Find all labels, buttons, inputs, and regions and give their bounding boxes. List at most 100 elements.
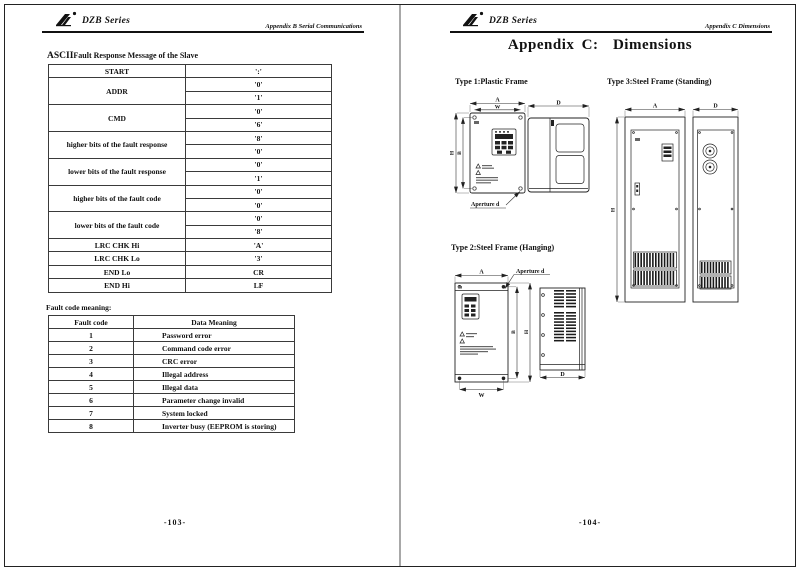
fault-code-cell: 3 (48, 354, 134, 368)
response-value-cell: '0' (185, 184, 332, 199)
dim-label-d: D (556, 101, 561, 107)
fault-code-cell: 8 (48, 419, 134, 433)
response-value-cell: LF (185, 278, 332, 293)
type1-keypad (491, 128, 517, 156)
type3-front-grille (634, 253, 675, 267)
dim-label-a: A (653, 104, 658, 110)
type2-logo-mark (458, 286, 462, 289)
header-rule-right (450, 31, 772, 33)
page-number-left: -103- (163, 518, 187, 527)
type1-warning-labels (475, 163, 498, 184)
type3-heading: Type 3:Steel Frame (Standing) (607, 77, 712, 86)
fault-meaning-cell: CRC error (133, 354, 295, 368)
response-value-cell: ':' (185, 63, 332, 79)
type2-front-view (454, 282, 509, 383)
response-value-cell: '6' (185, 117, 332, 132)
response-table-row: higher bits of the fault code'0' (48, 184, 332, 213)
response-table: START':'ADDR'0''1'CMD'0''6'higher bits o… (48, 63, 332, 293)
response-value-cell: '0' (185, 197, 332, 213)
type2-side-view (539, 287, 586, 371)
response-value-cell: '0' (185, 157, 332, 173)
response-label-cell: higher bits of the fault code (48, 184, 186, 213)
response-value-cell: '0' (185, 144, 332, 159)
fault-meaning-cell: Illegal address (133, 367, 295, 381)
type2-louver-block (554, 312, 564, 342)
type1-plastic-frame-drawing: A W H B (450, 98, 590, 209)
fault-meaning-cell: Command code error (133, 341, 295, 355)
ascii-response-title: ASCIIFault Response Message of the Slave (47, 45, 198, 63)
response-label-cell: lower bits of the fault response (48, 157, 186, 186)
dim-label-h: H (611, 207, 617, 212)
response-table-row: lower bits of the fault code'0' (48, 211, 332, 240)
type1-side-view (527, 117, 590, 193)
type2-steel-frame-hanging-drawing: Aperture d A (454, 269, 586, 399)
type1-front-view (469, 112, 526, 194)
response-value-cell: '1' (185, 90, 332, 106)
header-section-right: Appendix C Dimensions (704, 23, 770, 30)
dim-label-d: D (560, 372, 565, 378)
dim-label-a: A (479, 270, 484, 276)
response-table-body: START':'ADDR'0''1'CMD'0''6'higher bits o… (48, 63, 332, 293)
response-table-row: '1' (49, 90, 332, 106)
dim-label-a: A (495, 98, 500, 104)
type1-aperture-label: Aperture d (471, 202, 500, 208)
fault-code-cell: 1 (48, 328, 134, 342)
fault-code-meaning-title: Fault code meaning: (46, 303, 112, 312)
ascii-response-title-prefix: ASCII (47, 51, 74, 61)
page-divider (399, 5, 401, 566)
type3-side-grille (701, 262, 729, 273)
fault-code-cell: 6 (48, 393, 134, 407)
response-label-cell: lower bits of the fault code (48, 211, 186, 240)
fault-code-cell: 2 (48, 341, 134, 355)
response-label-cell: higher bits of the fault response (48, 130, 186, 159)
response-label-cell: END Hi (48, 278, 186, 293)
response-label-cell: CMD (48, 104, 186, 132)
type3-side-grille (701, 277, 729, 288)
type3-steel-frame-standing-drawing: H A D (611, 104, 739, 303)
response-value-cell: '8' (185, 224, 332, 240)
dim-label-d: D (713, 104, 718, 110)
type2-louver-block (566, 290, 576, 308)
response-table-row: CMD'0' (48, 104, 332, 132)
type1-logo-mark (474, 121, 479, 124)
fault-table-header-cell: Fault code (48, 315, 134, 329)
type3-fan (702, 159, 718, 175)
fault-code-cell: 5 (48, 380, 134, 394)
brand-logo-icon (56, 11, 77, 27)
brand-logo-icon (463, 11, 484, 27)
type3-front-cabinet (624, 116, 686, 303)
response-label-cell: LRC CHK Lo (48, 251, 186, 266)
fault-meaning-cell: Illegal data (133, 380, 295, 394)
fault-meaning-cell: Password error (133, 328, 295, 342)
response-label-cell: ADDR (48, 77, 186, 106)
response-label-cell: END Lo (48, 264, 186, 280)
ascii-response-title-rest: Fault Response Message of the Slave (73, 51, 199, 60)
dim-label-h: H (524, 329, 530, 334)
response-value-cell: '8' (185, 130, 332, 146)
response-value-cell: '0' (185, 211, 332, 226)
dim-label-b: B (457, 151, 463, 155)
type1-heading: Type 1:Plastic Frame (455, 77, 528, 86)
fault-meaning-cell: Inverter busy (EEPROM is storing) (133, 419, 295, 433)
type3-fan (702, 143, 718, 159)
type2-heading: Type 2:Steel Frame (Hanging) (451, 243, 555, 252)
type2-aperture-arrow (504, 274, 515, 289)
header-section-left: Appendix B Serial Communications (265, 23, 362, 30)
type3-side-cabinet (692, 116, 739, 303)
fault-table-header-cell: Data Meaning (133, 315, 295, 329)
response-table-row: LRC CHK Lo'3' (48, 251, 332, 266)
dim-label-w: W (479, 393, 485, 399)
type2-aperture-label: Aperture d (516, 269, 545, 275)
response-value-cell: 'A' (185, 238, 332, 253)
response-value-cell: CR (185, 264, 332, 280)
page-number-right: -104- (578, 518, 602, 527)
